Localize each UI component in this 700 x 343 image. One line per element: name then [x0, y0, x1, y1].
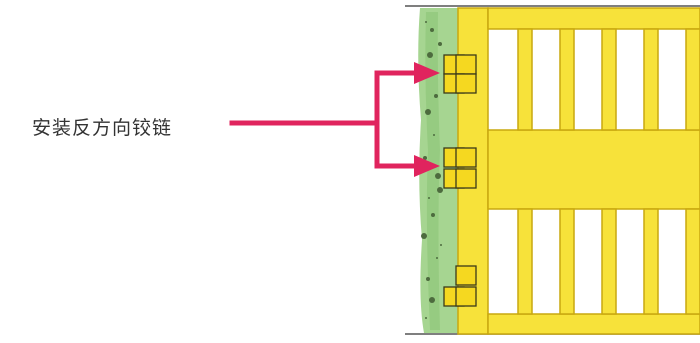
gate-slat-lower-5 — [685, 208, 700, 315]
annotation-arrows — [229, 70, 419, 169]
wall-speckle — [425, 317, 427, 319]
gate-frame-top-rail — [487, 7, 700, 30]
gate — [457, 7, 700, 335]
wall-speckle — [435, 173, 441, 179]
wall-speckle — [430, 28, 434, 32]
wall-speckle — [436, 257, 438, 259]
gate-slat-lower-3 — [601, 208, 617, 315]
wall-speckle — [427, 52, 433, 58]
wall-speckle — [437, 187, 443, 193]
gate-slat-upper-1 — [517, 28, 533, 131]
wall-speckle — [434, 94, 438, 98]
hinge-middle — [443, 147, 477, 189]
wall-speckle — [440, 244, 442, 246]
wall-speckle — [438, 42, 442, 46]
wall-speckles — [421, 21, 443, 319]
wall-speckle — [429, 297, 435, 303]
arrow-lower-head — [414, 155, 440, 177]
gate-slat-upper-5 — [685, 28, 700, 131]
wall-speckle — [421, 233, 427, 239]
wall-speckle — [428, 197, 430, 199]
gate-slat-lower-4 — [643, 208, 659, 315]
gate-slat-upper-4 — [643, 28, 659, 131]
hinge-upper — [443, 54, 477, 94]
gate-slat-lower-2 — [559, 208, 575, 315]
wall-post — [418, 8, 458, 333]
annotation-label: 安装反方向铰链 — [32, 117, 173, 139]
wall-speckle — [431, 213, 435, 217]
gate-middle-rail — [487, 129, 700, 210]
hinge-lower — [443, 265, 477, 307]
gate-frame-bottom-rail — [487, 313, 700, 335]
wall-speckle — [423, 156, 427, 160]
gate-slat-upper-3 — [601, 28, 617, 131]
arrow-upper-head — [414, 62, 440, 84]
wall-speckle — [425, 109, 431, 115]
gate-slat-lower-1 — [517, 208, 533, 315]
gate-slats-lower — [517, 208, 700, 315]
gate-slat-upper-2 — [559, 28, 575, 131]
wall-speckle — [433, 134, 435, 136]
wall-speckle — [426, 277, 430, 281]
wall-speckle — [425, 21, 427, 23]
gate-slats-upper — [517, 28, 700, 131]
